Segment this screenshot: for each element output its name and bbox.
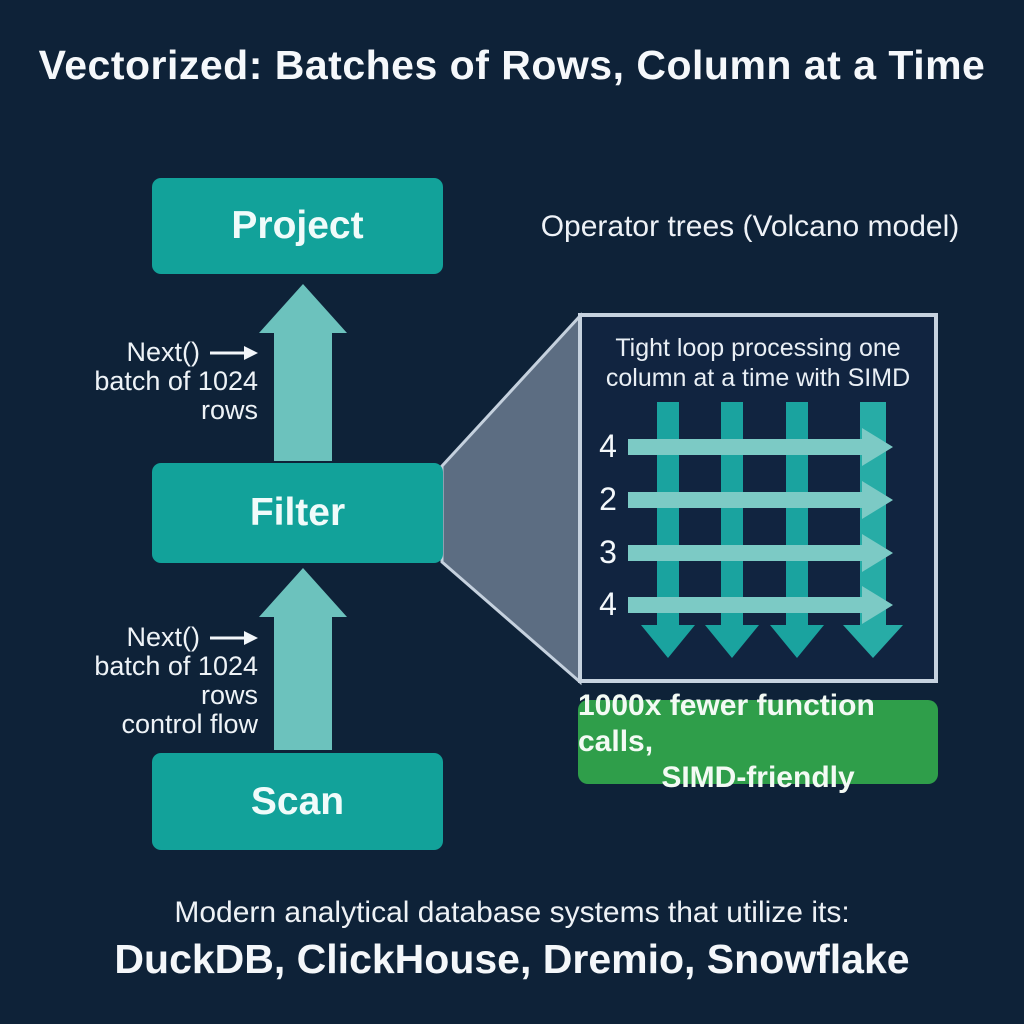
column-down-arrow-icon [641, 402, 695, 658]
row-value: 4 [599, 428, 617, 464]
row-right-arrow-icon [628, 586, 893, 624]
edge-label-line: batch of 1024 rows [94, 651, 258, 710]
footer-description: Modern analytical database systems that … [174, 896, 850, 929]
panel-caption: Tight loop processing one column at a ti… [582, 333, 934, 393]
flow-up-arrow-icon [259, 284, 347, 461]
edge-label-next-batch: Next() batch of 1024 rows [40, 338, 258, 425]
row-value: 4 [599, 586, 617, 622]
next-call-label: Next() [126, 337, 201, 367]
edge-label-next-batch-control: Next() batch of 1024 rows control flow [40, 623, 258, 739]
panel-caption-line: column at a time with SIMD [605, 364, 911, 392]
next-call-label: Next() [126, 622, 201, 652]
operator-node-filter: Filter [152, 463, 443, 563]
column-down-arrow-icon [843, 402, 903, 658]
right-arrow-icon [210, 345, 258, 360]
operator-label: Project [231, 204, 364, 247]
edge-label-line: batch of 1024 rows [94, 366, 258, 425]
flow-up-arrow-icon [259, 568, 347, 750]
footer-database-list: DuckDB, ClickHouse, Dremio, Snowflake [114, 936, 910, 982]
benefit-line: 1000x fewer function calls, [578, 689, 875, 758]
operator-label: Scan [250, 779, 345, 823]
column-down-arrow-icon [705, 402, 759, 658]
operator-label: Filter [249, 491, 346, 534]
row-value: 2 [599, 481, 617, 517]
panel-caption-line: Tight loop processing one [615, 334, 901, 362]
operator-node-scan: Scan [152, 753, 443, 850]
simd-arrow-grid [628, 402, 903, 658]
zoom-funnel-shape [440, 312, 582, 686]
right-arrow-icon [210, 630, 258, 645]
edge-label-line: control flow [121, 709, 258, 739]
row-right-arrow-icon [628, 428, 893, 466]
page-title: Vectorized: Batches of Rows, Column at a… [38, 42, 986, 88]
benefit-callout: 1000x fewer function calls, SIMD-friendl… [578, 689, 938, 794]
benefit-line: SIMD-friendly [661, 761, 855, 794]
simd-detail-panel: Tight loop processing one column at a ti… [578, 313, 938, 683]
operator-node-project: Project [152, 178, 443, 274]
volcano-model-heading: Operator trees (Volcano model) [540, 210, 960, 243]
row-right-arrow-icon [628, 481, 893, 519]
column-down-arrow-icon [770, 402, 824, 658]
row-right-arrow-icon [628, 534, 893, 572]
row-value: 3 [599, 534, 617, 570]
